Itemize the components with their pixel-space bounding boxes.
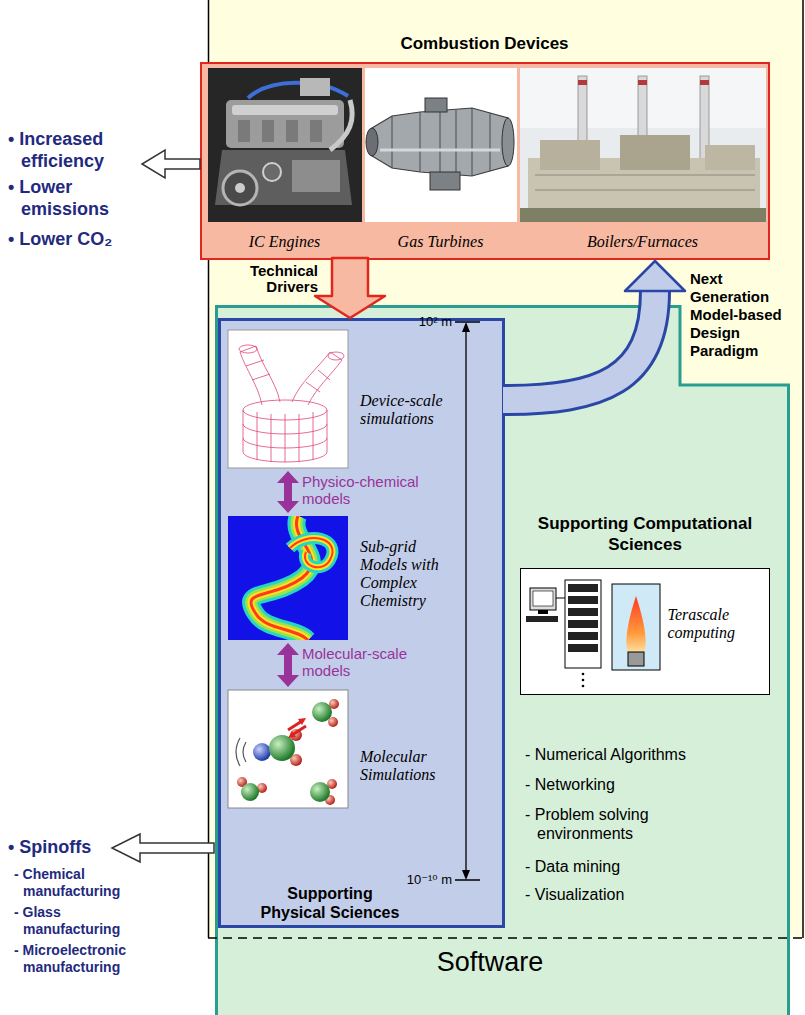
list-item: - Data mining [525,857,725,876]
text-slot: Sub-grid Models with Complex Chemistry [360,538,448,610]
spinoff-heading: • Spinoffs [8,836,108,858]
text-slot: Physico-chemical models [302,473,452,507]
link-label: Physico-chemical models [302,473,452,507]
model-level: Molecular Simulations [228,690,451,808]
arrow-label: Next Generation Model-based Design Parad… [690,270,798,360]
text-slot: • Lower CO₂ [8,228,140,250]
text-slot: Molecular-scale models [302,645,452,679]
text-slot: - Microelectronic manufacturing [14,942,146,976]
image-caption: Terascale computing [668,606,766,642]
image-panel: IC Engines [208,68,365,258]
text-slot: Supporting Computational Sciences [515,513,775,555]
design-arrow [625,261,685,291]
text-slot: - Problem solving environments [525,805,725,843]
text-slot: Gas Turbines [365,232,517,252]
text-slot: - Glass manufacturing [14,904,146,938]
hollow-arrow [112,834,214,862]
model-level: Sub-grid Models with Complex Chemistry [228,516,451,640]
text-slot: Technical Drivers [212,263,318,295]
software-label: Software [290,946,690,978]
scale-label: 10⁻¹⁰ m [392,872,452,888]
text-slot: - Visualization [525,885,725,904]
text-slot: Software [290,946,690,978]
benefit-item: • Lower CO₂ [8,228,140,250]
model-caption: Device-scale simulations [360,392,448,428]
text-slot: - Networking [525,775,725,794]
yellow-panel [802,0,804,938]
region-outline [217,307,789,1015]
text-slot: - Data mining [525,857,725,876]
image-panel: Boilers/Furnaces [520,68,769,258]
text-slot: 10⁻¹⁰ m [392,872,452,888]
computing-panel: Terascale computing [520,568,770,695]
benefit-item: • Lower emissions [8,176,140,220]
list-item: - Problem solving environments [525,805,725,843]
text-slot: • Lower emissions [8,176,140,220]
region-heading: Supporting Physical Sciences [257,884,403,922]
model-caption: Molecular Simulations [360,748,448,784]
text-slot: Device-scale simulations [360,392,448,428]
spinoff-item: - Microelectronic manufacturing [14,942,146,976]
list-item: - Networking [525,775,725,794]
scale-label: 10² m [392,314,452,330]
hollow-arrow [142,150,200,178]
image-caption: Boilers/Furnaces [520,232,766,252]
text-slot: • Spinoffs [8,836,108,858]
device-group-box: Combustion DevicesIC EnginesGas Turbines… [200,62,770,260]
physical-region: Supporting Physical Sciences Device-scale… [218,318,505,928]
text-slot: Combustion Devices [200,33,770,54]
computational-region: Supporting Computational Sciences - Numer… [215,305,790,1015]
image-panel: Gas Turbines [365,68,520,258]
text-slot: Next Generation Model-based Design Parad… [690,270,798,360]
text-slot: - Chemical manufacturing [14,866,146,900]
image-caption: IC Engines [208,232,362,252]
text-slot: Supporting Physical Sciences [257,884,403,922]
region-heading: Supporting Computational Sciences [515,513,775,555]
benefit-item: • Increased efficiency [8,128,140,172]
model-caption: Sub-grid Models with Complex Chemistry [360,538,448,610]
text-slot: IC Engines [208,232,362,252]
spinoff-item: - Chemical manufacturing [14,866,146,900]
text-slot: • Increased efficiency [8,128,140,172]
list-item: - Visualization [525,885,725,904]
arrow-label: Technical Drivers [212,263,318,295]
image-caption: Gas Turbines [365,232,517,252]
model-level: Device-scale simulations [228,330,451,468]
group-heading: Combustion Devices [200,33,770,54]
text-slot: Boilers/Furnaces [520,232,766,252]
text-slot: 10² m [392,314,452,330]
list-item: - Numerical Algorithms [525,745,725,764]
link-label: Molecular-scale models [302,645,452,679]
spinoff-item: - Glass manufacturing [14,904,146,938]
text-slot: Terascale computing [668,606,766,642]
text-slot: Molecular Simulations [360,748,448,784]
text-slot: - Numerical Algorithms [525,745,725,764]
hollow-arrow [112,150,214,862]
